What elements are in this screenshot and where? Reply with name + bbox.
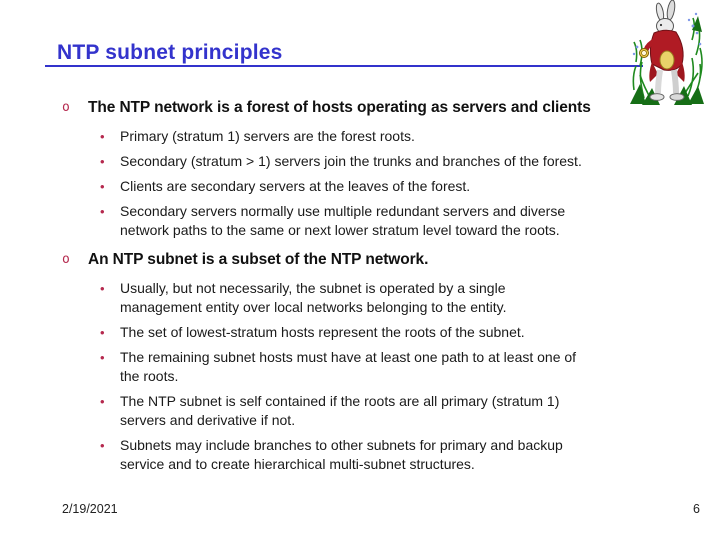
sub-bullet-marker: • xyxy=(100,281,105,296)
sub-bullet-list: • Usually, but not necessarily, the subn… xyxy=(0,279,720,474)
sub-bullet-list: • Primary (stratum 1) servers are the fo… xyxy=(0,127,720,240)
page-number: 6 xyxy=(693,502,700,516)
section-heading: An NTP subnet is a subset of the NTP net… xyxy=(88,251,429,268)
slide-title: NTP subnet principles xyxy=(57,41,283,64)
list-item: • The NTP subnet is self contained if th… xyxy=(0,392,720,430)
bullet-item-text: Subnets may include branches to other su… xyxy=(120,437,563,472)
list-item: • The set of lowest-stratum hosts repres… xyxy=(0,323,720,342)
main-bullet-row: o An NTP subnet is a subset of the NTP n… xyxy=(0,250,720,270)
bullet-item-text: Secondary (stratum > 1) servers join the… xyxy=(120,153,582,169)
sub-bullet-marker: • xyxy=(100,394,105,409)
title-underline xyxy=(45,65,643,67)
sub-bullet-marker: • xyxy=(100,438,105,453)
list-item: • Secondary (stratum > 1) servers join t… xyxy=(0,152,720,171)
footer-date: 2/19/2021 xyxy=(62,502,118,516)
bullet-item-text: The NTP subnet is self contained if the … xyxy=(120,393,560,428)
bullet-item-text: Clients are secondary servers at the lea… xyxy=(120,178,471,194)
sub-bullet-marker: • xyxy=(100,154,105,169)
main-bullet-marker: o xyxy=(62,100,70,115)
list-item: • Usually, but not necessarily, the subn… xyxy=(0,279,720,317)
sub-bullet-marker: • xyxy=(100,179,105,194)
main-bullet-row: o The NTP network is a forest of hosts o… xyxy=(0,98,720,118)
sub-bullet-marker: • xyxy=(100,350,105,365)
section-ntp-subnet: o An NTP subnet is a subset of the NTP n… xyxy=(0,250,720,474)
sub-bullet-marker: • xyxy=(100,204,105,219)
list-item: • Secondary servers normally use multipl… xyxy=(0,202,720,240)
white-rabbit-icon xyxy=(630,0,704,105)
list-item: • Subnets may include branches to other … xyxy=(0,436,720,474)
bullet-item-text: Usually, but not necessarily, the subnet… xyxy=(120,280,507,315)
bullet-item-text: Primary (stratum 1) servers are the fore… xyxy=(120,128,415,144)
bullet-item-text: The set of lowest-stratum hosts represen… xyxy=(120,324,525,340)
section-ntp-network: o The NTP network is a forest of hosts o… xyxy=(0,98,720,240)
sub-bullet-marker: • xyxy=(100,325,105,340)
main-bullet-marker: o xyxy=(62,252,70,267)
bullet-item-text: Secondary servers normally use multiple … xyxy=(120,203,566,238)
list-item: • The remaining subnet hosts must have a… xyxy=(0,348,720,386)
bullet-item-text: The remaining subnet hosts must have at … xyxy=(120,349,577,384)
list-item: • Primary (stratum 1) servers are the fo… xyxy=(0,127,720,146)
slide-body: o The NTP network is a forest of hosts o… xyxy=(0,98,720,480)
list-item: • Clients are secondary servers at the l… xyxy=(0,177,720,196)
sub-bullet-marker: • xyxy=(100,129,105,144)
section-heading: The NTP network is a forest of hosts ope… xyxy=(88,99,591,116)
